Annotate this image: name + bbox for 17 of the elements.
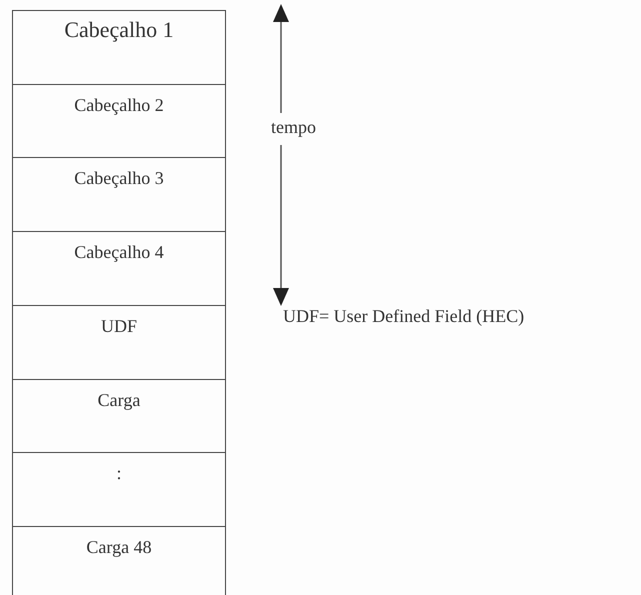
field-name: Cabeçalho 1	[63, 17, 175, 43]
field-name: :	[115, 463, 122, 484]
field-name: Cabeçalho 4	[73, 242, 165, 264]
field-name: Carga	[96, 390, 142, 410]
cell-field-box	[12, 157, 226, 233]
field-name: UDF	[100, 316, 138, 337]
field-name: Carga 48	[85, 536, 153, 558]
cell-field-box	[12, 378, 226, 454]
cell-field-box	[12, 304, 226, 380]
field-name: Cabeçalho 3	[73, 168, 165, 190]
field-name: Cabeçalho 2	[73, 94, 165, 116]
cell-field-box	[12, 231, 226, 306]
cell-field-box	[12, 84, 226, 159]
cell-field-box	[12, 452, 226, 528]
note-text: UDF= User Defined Field (HEC)	[283, 306, 524, 327]
cell-field-box	[12, 10, 226, 86]
axis-label: tempo	[271, 117, 316, 138]
